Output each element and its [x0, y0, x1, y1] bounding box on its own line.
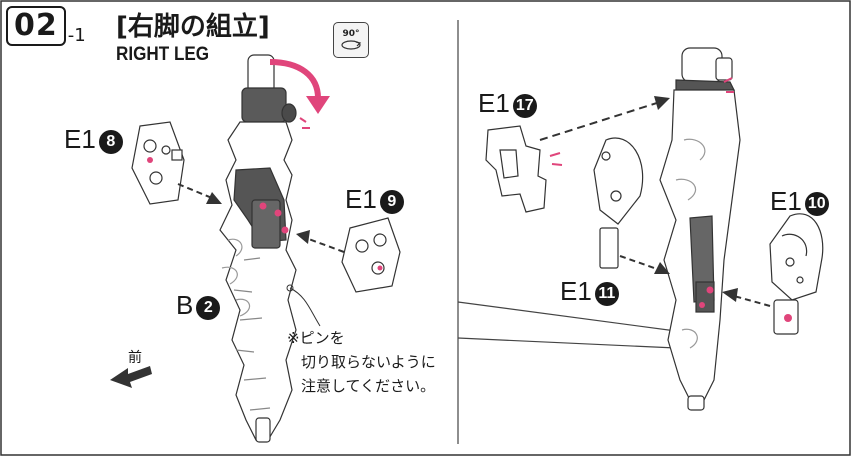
arrow-e1-10: [733, 295, 771, 307]
arrow-e1-17: [539, 101, 661, 141]
label-e1-8-num: 8: [98, 130, 123, 154]
title-english: RIGHT LEG: [116, 44, 210, 65]
rotate-90-icon: 90°: [333, 22, 369, 58]
note-leader: [289, 287, 321, 327]
part-e1-10: [769, 213, 824, 335]
front-arrow: [110, 366, 152, 388]
rotate-disc-icon: [341, 40, 362, 50]
pin-caution-note: ※ピンを 切り取らないように 注意してください。: [287, 326, 436, 398]
note-line-3: 注意してください。: [301, 377, 436, 395]
step-sub-number: -1: [67, 25, 86, 46]
note-line-1: ※ピンを: [287, 329, 345, 347]
label-e1-9-prefix: E1: [345, 184, 377, 214]
part-e1-9: [341, 217, 401, 293]
step-number: 02: [6, 6, 66, 46]
label-b-2-num: 2: [196, 296, 221, 320]
step-number-badge: 02 -1: [6, 6, 86, 46]
zoom-line-bottom: [457, 337, 677, 349]
front-direction-label: 前: [128, 350, 142, 366]
label-e1-17-prefix: E1: [478, 88, 510, 118]
label-e1-9-num: 9: [379, 190, 404, 214]
leg-detail-assembly: [659, 47, 741, 411]
title-japanese: [右脚の組立]: [116, 12, 270, 42]
label-b-2-prefix: B: [176, 290, 194, 320]
rotate-arrow-head: [306, 96, 330, 114]
arrow-e1-8: [177, 183, 213, 199]
zoom-line-top: [457, 301, 677, 332]
label-e1-10-prefix: E1: [770, 186, 802, 216]
label-e1-17-num: 17: [512, 94, 537, 118]
note-line-2: 切り取らないように: [301, 353, 436, 371]
label-e1-8-prefix: E1: [64, 124, 96, 154]
label-e1-11-num: 11: [594, 282, 619, 306]
rotate-badge-text: 90°: [342, 29, 360, 39]
part-e1-11: [593, 137, 644, 269]
pin-bottom: [255, 417, 271, 443]
dark-joint-top: [241, 87, 287, 123]
rotate-arrow: [269, 59, 321, 99]
arrow-e1-9: [305, 237, 345, 253]
label-e1-10-num: 10: [804, 192, 829, 216]
part-e1-8: [131, 121, 185, 205]
label-e1-11-prefix: E1: [560, 276, 592, 306]
leg-frame-b2: [219, 54, 297, 443]
arrow-e1-11: [619, 255, 661, 271]
part-e1-17: [485, 125, 547, 213]
